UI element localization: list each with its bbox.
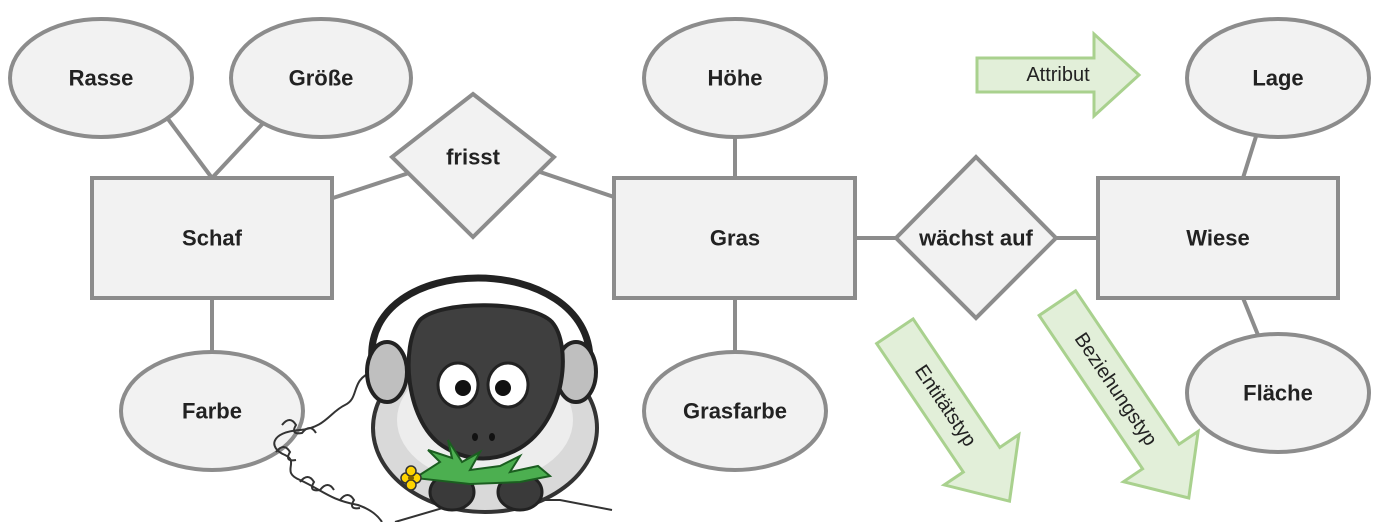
relationship-waechst-auf-label: wächst auf [918, 226, 1033, 251]
headphone-cord-coils [275, 419, 361, 510]
entity-gras-label: Gras [710, 226, 760, 251]
attribute-farbe-label: Farbe [182, 399, 242, 424]
sheep-illustration [273, 274, 613, 522]
sheep-nostril-left [472, 433, 478, 441]
legend-arrow-attribut: Attribut [975, 30, 1142, 120]
connector-groesse-schaf [210, 116, 270, 180]
attribute-hoehe: Höhe [642, 17, 828, 139]
attribute-grasfarbe: Grasfarbe [642, 350, 828, 472]
headphone-band [368, 274, 594, 363]
connector-rasse-schaf [163, 113, 214, 180]
attribute-flaeche: Fläche [1185, 332, 1371, 454]
attribute-lage-label: Lage [1252, 66, 1303, 91]
connector-frisst-gras [539, 170, 615, 199]
entity-schaf-label: Schaf [182, 226, 243, 251]
attribute-rasse-label: Rasse [69, 66, 134, 91]
legend-beziehungstyp-label: Beziehungstyp [1070, 329, 1162, 450]
headphone-band-inner [378, 285, 584, 363]
flower-icon [400, 465, 422, 491]
entity-wiese: Wiese [1096, 176, 1340, 300]
attribute-farbe: Farbe [119, 350, 305, 472]
sheep-pupil-left [455, 380, 471, 396]
connector-schaf-frisst [332, 170, 413, 200]
attribute-lage: Lage [1185, 17, 1371, 139]
connector-lage-wiese [1241, 129, 1260, 179]
attribute-hoehe-label: Höhe [708, 66, 763, 91]
relationship-frisst: frisst [388, 91, 558, 240]
headphone-cord [273, 371, 383, 522]
sheep-head [406, 303, 565, 461]
attribute-grasfarbe-label: Grasfarbe [683, 399, 787, 424]
sheep-nostril-right [489, 433, 495, 441]
connector-wiese-flaeche [1241, 297, 1260, 336]
attribute-groesse-label: Größe [289, 66, 354, 91]
relationship-waechst-auf: wächst auf [893, 154, 1059, 321]
sheep-pupil-right [495, 380, 511, 396]
legend-attribut-label: Attribut [1026, 64, 1090, 86]
legend-arrow-entitaetstyp: Entitätstyp [874, 316, 1021, 504]
headphone-cup-left [365, 340, 409, 404]
attribute-rasse: Rasse [8, 17, 194, 139]
attribute-groesse: Größe [229, 17, 413, 139]
entity-wiese-label: Wiese [1186, 226, 1249, 251]
entity-gras: Gras [612, 176, 857, 300]
relationship-frisst-label: frisst [446, 145, 500, 170]
attribute-flaeche-label: Fläche [1243, 381, 1313, 406]
grass-tuft-icon [412, 439, 553, 486]
entity-schaf: Schaf [90, 176, 334, 300]
